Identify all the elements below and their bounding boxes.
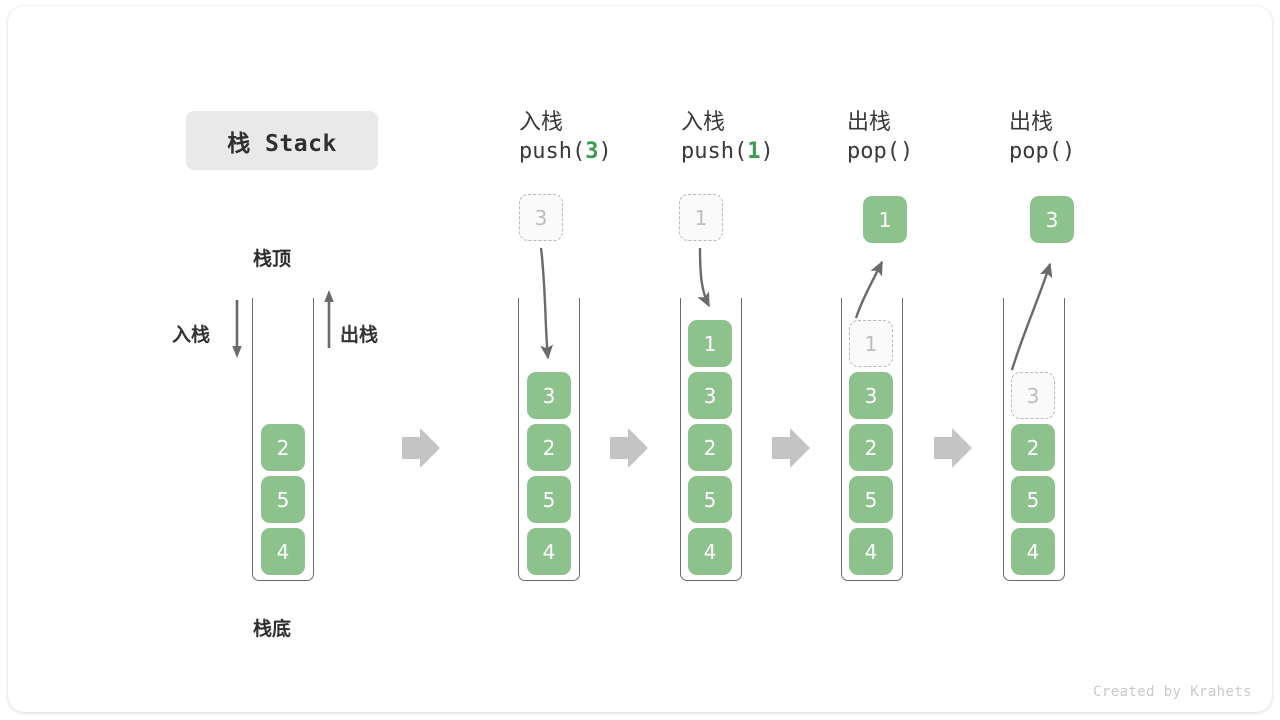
pop-direction-label: 出栈 [340,324,379,346]
diagram-title-text: 栈 Stack [227,130,337,157]
stack-container-push-1 [680,298,742,581]
stack-container-push-3 [518,298,580,581]
column-header-cn: 出栈 [1009,110,1054,135]
floating-value-push-1: 1 [679,194,723,241]
code-prefix: push( [681,139,748,165]
stack-cell: 4 [688,528,732,575]
column-header-pop-2: 出栈 pop() [1009,108,1179,166]
stack-cell: 2 [1011,424,1055,471]
stack-cell-removed: 1 [849,320,893,367]
separator-arrow-2 [610,428,648,468]
column-header-cn: 入栈 [681,110,726,135]
stack-container-pop-2 [1003,298,1065,581]
stack-cell: 3 [688,372,732,419]
diagram-title-chip: 栈 Stack [186,111,378,170]
stack-cell: 4 [527,528,571,575]
code-suffix: ) [760,139,774,165]
stack-top-label: 栈顶 [253,248,292,270]
stack-cell: 5 [1011,476,1055,523]
stack-cell: 3 [527,372,571,419]
column-header-code: pop() [1009,137,1179,166]
separator-arrow-1 [402,428,440,468]
stack-cell-removed: 3 [1011,372,1055,419]
code-prefix: pop( [847,139,900,165]
stack-cell: 5 [261,476,305,523]
column-header-code: pop() [847,137,1017,166]
stack-cell: 4 [1011,528,1055,575]
stack-cell: 2 [688,424,732,471]
stack-cell: 5 [688,476,732,523]
column-header-cn: 出栈 [847,110,892,135]
stack-cell: 4 [261,528,305,575]
stack-cell: 5 [527,476,571,523]
push-direction-arrow [232,300,242,358]
column-header-pop-1: 出栈 pop() [847,108,1017,166]
pop-direction-arrow [324,290,334,348]
code-prefix: pop( [1009,139,1062,165]
stack-cell: 2 [849,424,893,471]
column-header-push-3: 入栈 push(3) [519,108,689,166]
floating-value-push-3: 3 [519,194,563,241]
code-arg: 3 [585,139,599,165]
column-header-code: push(1) [681,137,851,166]
stack-cell: 4 [849,528,893,575]
column-header-cn: 入栈 [519,110,564,135]
separator-arrow-4 [934,428,972,468]
floating-value-pop-1: 1 [863,196,907,243]
stack-cell: 1 [688,320,732,367]
code-suffix: ) [1061,139,1076,165]
code-arg: 1 [747,139,761,165]
column-header-push-1: 入栈 push(1) [681,108,851,166]
stack-container-initial [252,298,314,581]
stack-cell: 2 [527,424,571,471]
stack-cell: 2 [261,424,305,471]
code-suffix: ) [598,139,612,165]
stack-container-pop-1 [841,298,903,581]
separator-arrow-3 [772,428,810,468]
push-direction-label: 入栈 [172,324,211,346]
stack-cell: 3 [849,372,893,419]
floating-value-pop-2: 3 [1030,196,1074,243]
code-prefix: push( [519,139,586,165]
footer-credit: Created by Krahets [1093,684,1252,700]
code-suffix: ) [899,139,914,165]
stack-cell: 5 [849,476,893,523]
stack-bottom-label: 栈底 [253,618,292,640]
column-header-code: push(3) [519,137,689,166]
